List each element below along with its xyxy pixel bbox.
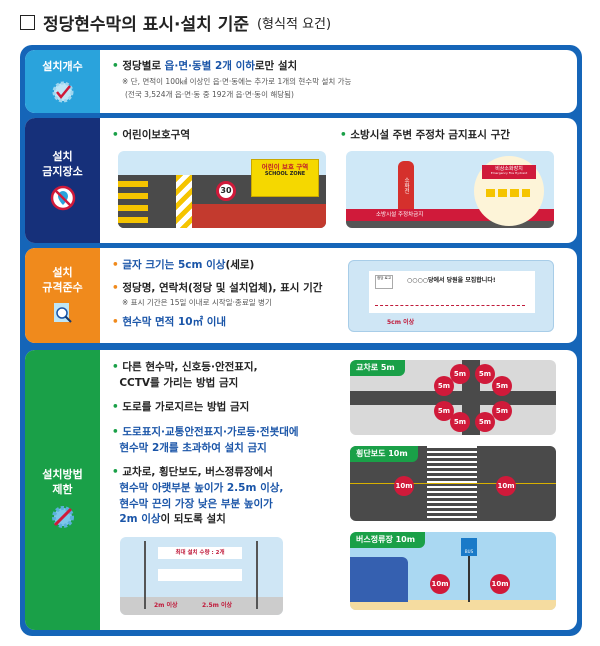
gear-wrench-icon [51,506,74,528]
no-location-icon [50,186,75,211]
crosswalk-illustration: 횡단보도 10m 10m 10m [350,446,556,521]
banner-spec-illustration: 정당 로고 ○○○○당에서 당원을 모집합니다! 5cm 이상 [348,260,554,332]
row-label: 설치개수 [25,50,100,113]
pole-height-illustration: 최대 설치 수량 : 2개 2m 이상 2.5m 이상 [120,537,283,615]
gear-check-icon [52,81,73,103]
bus-stop-illustration: BUS 버스정류장 10m 10m 10m [350,532,556,610]
document-search-icon [53,303,72,324]
standards-panel: 설치개수 • 정당별로 읍·면·동별 2개 이하로만 설치 ※ 단, 면적이 1… [20,45,582,636]
page-title: 정당현수막의 표시·설치 기준(형식적 요건) [20,10,331,35]
row-count: 설치개수 • 정당별로 읍·면·동별 2개 이하로만 설치 ※ 단, 면적이 1… [25,50,577,113]
checkbox-icon [20,15,35,30]
